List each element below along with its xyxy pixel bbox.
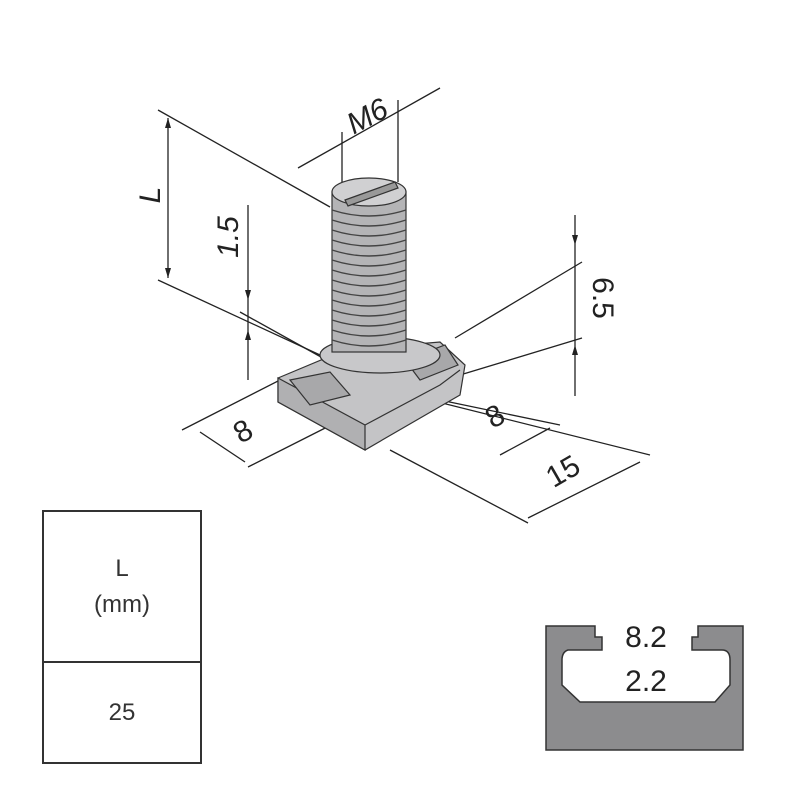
table-header-label: L [115,554,129,582]
dim-length-label: L [134,187,167,204]
dim-height-2-label: 6.5 [586,277,619,319]
dim-height-1-label: 1.5 [212,216,245,258]
dim-width-left-label: 8 [228,413,259,450]
table-value: 25 [108,699,136,726]
dim-block-length-label: 15 [541,449,586,494]
table-header-unit: (mm) [94,590,150,618]
slot-width-label: 8.2 [625,621,667,654]
dim-width-right-label: 8 [480,398,511,435]
t-bolt-part [277,177,466,452]
table-header: L (mm) [44,512,200,663]
dim-thread-label: M6 [341,92,394,141]
slot-depth-label: 2.2 [625,665,667,698]
slot-profile: 8.2 2.2 [545,621,744,751]
arrowheads [165,118,578,355]
dimension-lines [157,87,651,524]
length-table: L (mm) 25 [42,510,202,764]
thread-lines [331,209,407,347]
